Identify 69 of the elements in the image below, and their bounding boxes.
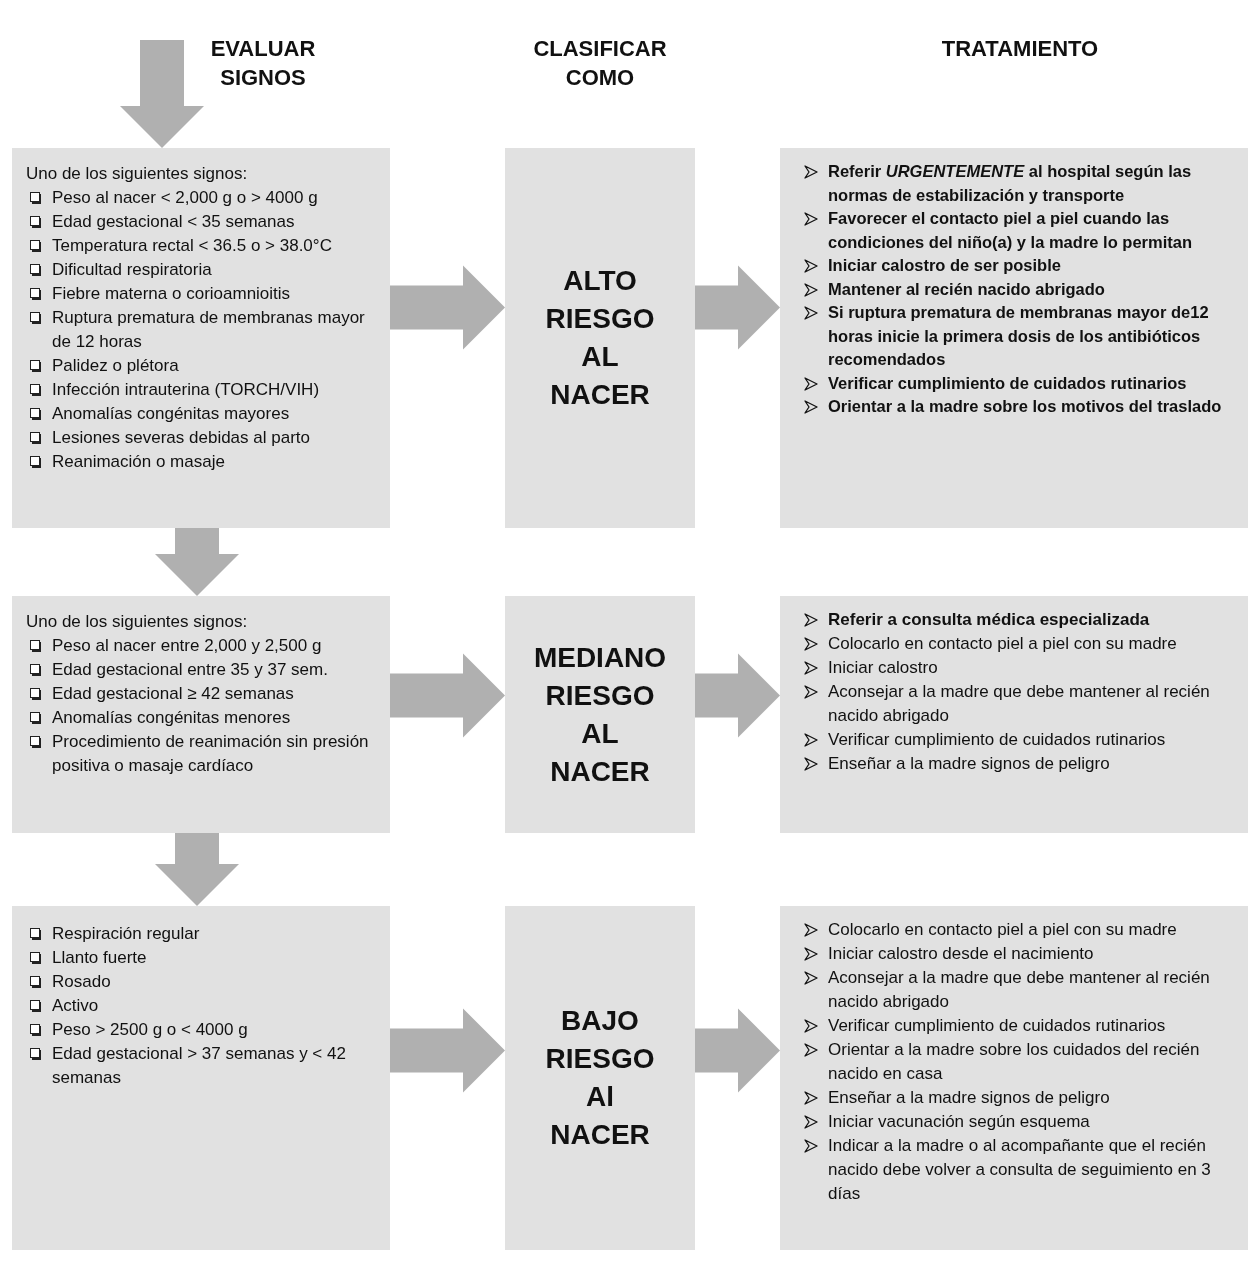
list-item-text: Edad gestacional entre 35 y 37 sem.	[52, 659, 328, 681]
list-item-text: Rosado	[52, 971, 111, 993]
list-item-text: Mantener al recién nacido abrigado	[828, 278, 1105, 300]
block-arrow	[390, 265, 505, 350]
list-item-text: Edad gestacional < 35 semanas	[52, 211, 295, 233]
list-item-text: Infección intrauterina (TORCH/VIH)	[52, 379, 320, 401]
list-item-text: Iniciar calostro de ser posible	[828, 255, 1061, 276]
block-arrow	[695, 1008, 780, 1093]
list-item-text: Referir a consulta médica especializada	[828, 609, 1150, 631]
signs-box	[12, 596, 390, 833]
list-item-text: Referir URGENTEMENTE al hospital según las normas de estabilización y transporte	[828, 161, 1193, 206]
list-item-text: Iniciar vacunación según esquema	[828, 1111, 1090, 1133]
list-item-text: Anomalías congénitas menores	[52, 707, 291, 729]
list-item-text: Colocarlo en contacto piel a piel con su madre	[828, 633, 1177, 655]
classification-text: MEDIANO RIESGO AL NACER	[533, 640, 667, 789]
treatment-box	[780, 596, 1248, 833]
column-header: EVALUAR SIGNOS	[210, 35, 316, 92]
list-item-text: Iniciar calostro desde el nacimiento	[828, 943, 1094, 965]
intro-text: Uno de los siguientes signos:	[26, 611, 249, 633]
classification-box	[505, 596, 695, 833]
list-item-text: Peso > 2500 g o < 4000 g	[52, 1019, 248, 1041]
list-item-text: Si ruptura prematura de membranas mayor de12 horas inicie la primera dosis de los antibióticos recomendados	[828, 302, 1210, 370]
list-item-text: Favorecer el contacto piel a piel cuando las condiciones del niño(a) y la madre lo permitan	[828, 208, 1193, 253]
list-item-text: Llanto fuerte	[52, 947, 147, 969]
list-item-text: Peso al nacer entre 2,000 y 2,500 g	[52, 635, 322, 657]
list-item-text: Aconsejar a la madre que debe mantener al recién nacido abrigado	[828, 967, 1211, 1013]
list-item-text: Aconsejar a la madre que debe mantener al recién nacido abrigado	[828, 681, 1211, 727]
list-item-text: Activo	[52, 995, 99, 1017]
list-item-text: Procedimiento de reanimación sin presión positiva o masaje cardíaco	[52, 731, 370, 777]
list-item-text: Ruptura prematura de membranas mayor de 12 horas	[52, 307, 366, 353]
list-item-text: Anomalías congénitas mayores	[52, 403, 290, 425]
list-item-text: Peso al nacer < 2,000 g o > 4000 g	[52, 187, 318, 209]
classification-box	[505, 906, 695, 1250]
column-header: TRATAMIENTO	[941, 35, 1099, 63]
list-item-text: Colocarlo en contacto piel a piel con su madre	[828, 919, 1177, 941]
list-item-text: Orientar a la madre sobre los cuidados del recién nacido en casa	[828, 1039, 1201, 1085]
list-item-text: Temperatura rectal < 36.5 o > 38.0°C	[52, 235, 332, 257]
block-arrow	[390, 653, 505, 738]
block-arrow	[155, 528, 239, 596]
intro-text: Uno de los siguientes signos:	[26, 163, 249, 185]
signs-box	[12, 906, 390, 1250]
classification-box	[505, 148, 695, 528]
column-header: CLASIFICAR COMO	[533, 35, 667, 92]
block-arrow	[390, 1008, 505, 1093]
list-item-text: Orientar a la madre sobre los motivos del traslado	[828, 396, 1222, 417]
list-item-text: Enseñar a la madre signos de peligro	[828, 1087, 1110, 1109]
classification-text: ALTO RIESGO AL NACER	[545, 264, 655, 412]
list-item-text: Edad gestacional ≥ 42 semanas	[52, 683, 294, 705]
list-item-text: Respiración regular	[52, 923, 200, 945]
list-item-text: Reanimación o masaje	[52, 451, 225, 473]
treatment-box	[780, 148, 1248, 528]
list-item-text: Dificultad respiratoria	[52, 259, 212, 281]
block-arrow	[120, 40, 204, 148]
list-item-text: Enseñar a la madre signos de peligro	[828, 753, 1110, 775]
block-arrow	[695, 653, 780, 738]
list-item-text: Edad gestacional > 37 semanas y < 42 semanas	[52, 1043, 347, 1089]
signs-box	[12, 148, 390, 528]
treatment-box	[780, 906, 1248, 1250]
list-item-text: Fiebre materna o corioamnioitis	[52, 283, 291, 305]
block-arrow	[695, 265, 780, 350]
list-item-text: Verificar cumplimiento de cuidados rutinarios	[828, 372, 1187, 394]
list-item-text: Lesiones severas debidas al parto	[52, 427, 310, 449]
list-item-text: Iniciar calostro	[828, 657, 938, 679]
classification-text: BAJO RIESGO Al NACER	[545, 1004, 655, 1152]
list-item-text: Palidez o plétora	[52, 355, 179, 377]
block-arrow	[155, 833, 239, 906]
list-item-text: Verificar cumplimiento de cuidados rutinarios	[828, 1015, 1166, 1037]
list-item-text: Indicar a la madre o al acompañante que el recién nacido debe volver a consulta de seguimiento en 3 días	[828, 1135, 1212, 1205]
list-item-text: Verificar cumplimiento de cuidados rutinarios	[828, 729, 1166, 751]
